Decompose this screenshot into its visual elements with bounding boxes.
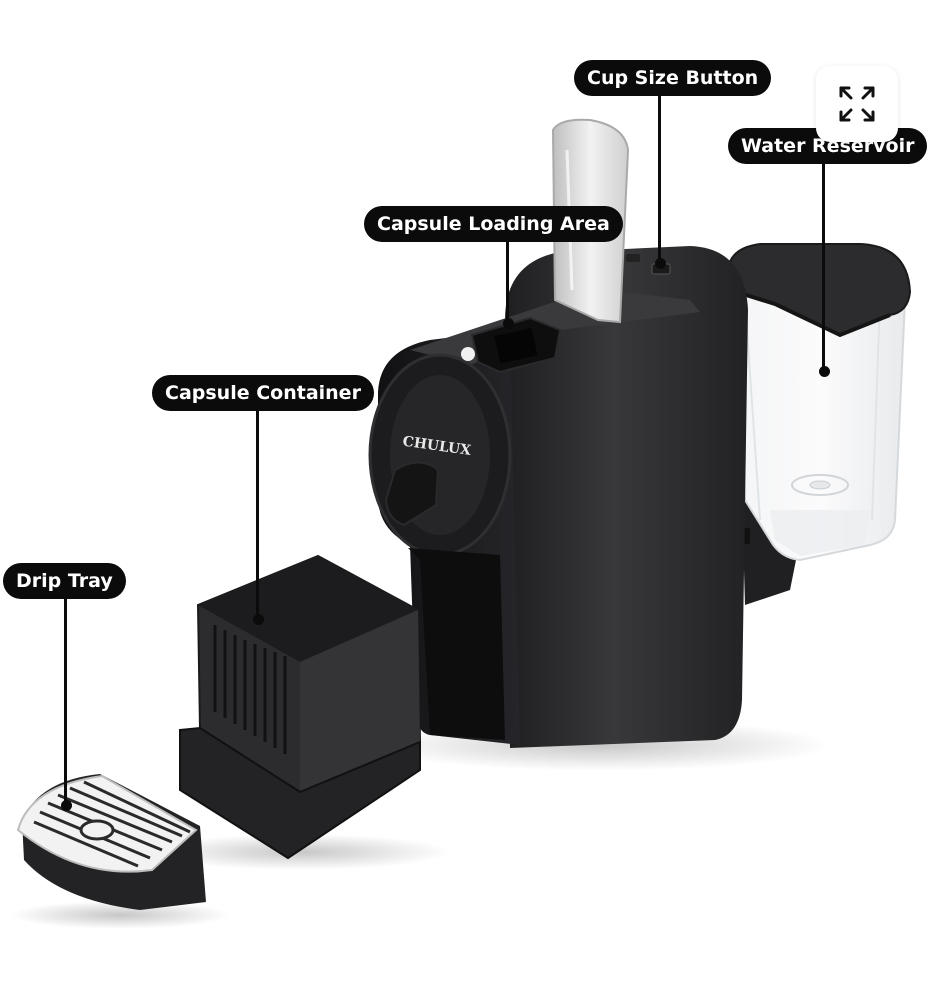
capsule-container-label: Capsule Container bbox=[152, 375, 374, 411]
tray-shadow bbox=[10, 901, 230, 929]
container-ribs bbox=[213, 625, 287, 754]
capsule-container-leader-dot bbox=[253, 614, 264, 625]
expand-arrows-icon bbox=[839, 86, 875, 122]
drip-tray-leader-line bbox=[64, 598, 67, 804]
capsule-loading-area-label: Capsule Loading Area bbox=[364, 206, 623, 242]
cup-size-button-small bbox=[626, 254, 640, 262]
cup-area bbox=[408, 548, 505, 740]
coffee-spout bbox=[384, 461, 440, 527]
capsule-container-leader-line bbox=[256, 410, 259, 618]
water-reservoir-leader-line bbox=[822, 164, 825, 370]
expand-image-button[interactable] bbox=[816, 66, 898, 142]
capsule-loading-leader-line bbox=[506, 242, 509, 322]
drip-tray-leader-dot bbox=[61, 800, 72, 811]
cup-size-button-label: Cup Size Button bbox=[574, 60, 772, 96]
machine-body bbox=[505, 246, 748, 748]
water-reservoir-lid bbox=[726, 243, 912, 337]
water-reservoir-leader-dot bbox=[819, 366, 830, 377]
capsule-container-base bbox=[179, 726, 421, 860]
capsule-loading-leader-dot bbox=[503, 318, 514, 329]
power-indicator bbox=[461, 347, 475, 361]
drip-tray-label: Drip Tray bbox=[3, 563, 126, 599]
cup-size-leader-dot bbox=[655, 258, 666, 269]
cup-size-leader-line bbox=[658, 96, 661, 261]
container-shadow bbox=[150, 834, 450, 870]
